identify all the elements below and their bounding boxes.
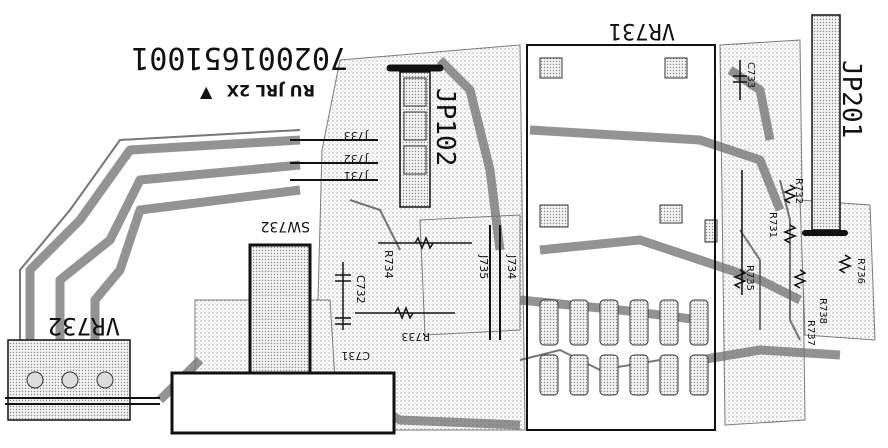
j731-label: J731 xyxy=(344,169,369,182)
vr732-label-group: VR732 xyxy=(48,312,120,340)
r732-label: R732 xyxy=(793,178,804,204)
sw732-label: SW732 xyxy=(261,218,310,234)
j735-label-group: J735 xyxy=(477,254,490,279)
sw732-label-group: SW732 xyxy=(261,218,310,234)
c731-label: C731 xyxy=(341,349,370,362)
r738-label-group: R738 xyxy=(817,298,828,324)
vr731-pads xyxy=(539,57,718,396)
serial-number-label: 702001651001 xyxy=(131,40,348,75)
r734-label-group: R734 xyxy=(382,250,395,279)
jumper-wires-j731-j733 xyxy=(290,139,378,181)
r733-label: R733 xyxy=(401,330,430,343)
jp201-header xyxy=(802,14,848,236)
vr731-label: VR731 xyxy=(609,18,675,43)
r732-label-group: R732 xyxy=(793,178,804,204)
vr732-label: VR732 xyxy=(48,312,120,340)
r731-label: R731 xyxy=(767,212,778,238)
vr731-label-group: VR731 xyxy=(609,18,675,43)
j735-label: J735 xyxy=(477,254,490,279)
c733-label-group: C733 xyxy=(745,62,756,88)
jp102-label: JP102 xyxy=(430,88,460,166)
r737-label: R737 xyxy=(805,320,816,346)
c733-label: C733 xyxy=(745,62,756,88)
r736-label-group: R736 xyxy=(855,258,866,284)
resistor-lines xyxy=(355,170,853,321)
jp102-header xyxy=(386,64,444,208)
j734-label-group: J734 xyxy=(505,254,518,279)
r733-label-group: R733 xyxy=(401,330,430,343)
capacitor-symbols xyxy=(335,60,747,330)
sw732-switch xyxy=(170,243,396,435)
serial-number-text: 702001651001 xyxy=(131,40,348,75)
j732-label: J732 xyxy=(344,152,369,165)
jumper-wires-j734-j735 xyxy=(489,225,501,340)
r734-label: R734 xyxy=(382,250,395,279)
board-marking-text: RU JRL 2X xyxy=(226,81,315,100)
r731-label-group: R731 xyxy=(767,212,778,238)
board-marking-label: RU JRL 2X ▲ xyxy=(200,81,315,101)
r735-label: R735 xyxy=(744,265,755,291)
j732-label-group: J732 xyxy=(344,152,369,165)
c732-label-group: C732 xyxy=(354,275,367,304)
jp102-label-group: JP102 xyxy=(430,88,460,166)
r738-label: R738 xyxy=(817,298,828,324)
board-marking-triangle: ▲ xyxy=(200,82,213,101)
r736-label: R736 xyxy=(855,258,866,284)
r737-label-group: R737 xyxy=(805,320,816,346)
jp201-label-group: JP201 xyxy=(836,60,866,138)
j731-label-group: J731 xyxy=(344,169,369,182)
jp201-label: JP201 xyxy=(836,60,866,138)
r735-label-group: R735 xyxy=(744,265,755,291)
c732-label: C732 xyxy=(354,275,367,304)
vr732-footprint xyxy=(5,339,160,421)
vr731-outline xyxy=(526,44,716,431)
c731-label-group: C731 xyxy=(341,349,370,362)
j733-label: J733 xyxy=(344,129,369,142)
j734-label: J734 xyxy=(505,254,518,279)
j733-label-group: J733 xyxy=(344,129,369,142)
